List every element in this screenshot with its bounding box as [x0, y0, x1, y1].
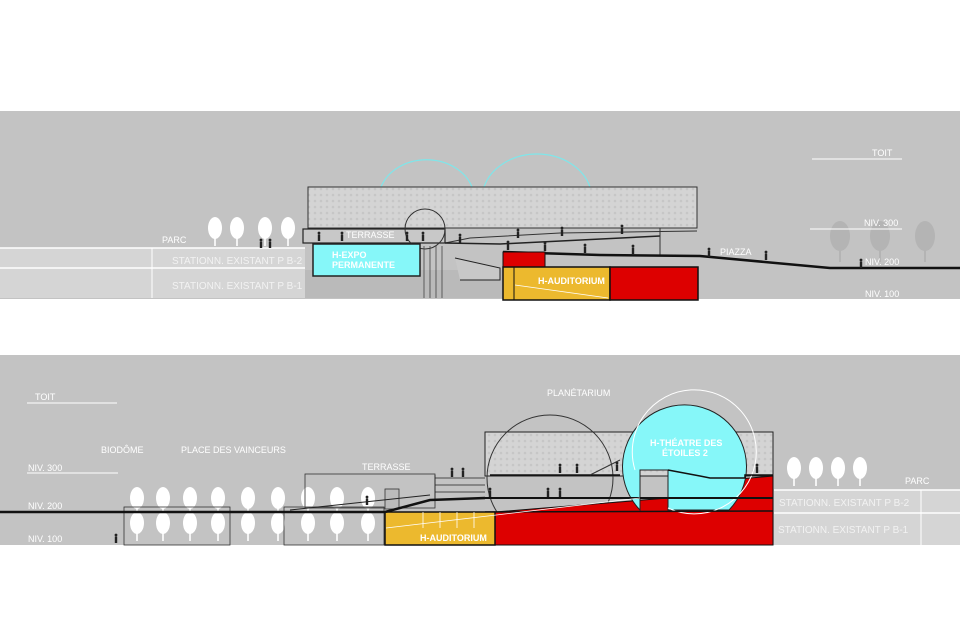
toit-label: TOIT: [35, 392, 56, 402]
place-des-vainceurs-label: PLACE DES VAINCEURS: [181, 445, 286, 455]
expo-label-line1: H-EXPO: [332, 250, 367, 260]
expo-label-line2: PERMANENTE: [332, 260, 395, 270]
theatre-dome: [622, 404, 747, 512]
theatre-label-line1: H-THÉATRE DES: [650, 438, 722, 448]
parc-label: PARC: [905, 476, 930, 486]
niv200-label: NIV. 200: [28, 501, 62, 511]
red-block: [502, 251, 546, 268]
terrasse-label: TERRASSE: [362, 462, 411, 472]
niv300-label: NIV. 300: [864, 218, 898, 228]
dome-arc: [483, 153, 591, 188]
auditorium-label: H-AUDITORIUM: [538, 276, 605, 286]
niv200-label: NIV. 200: [865, 257, 899, 267]
niv100-label: NIV. 100: [865, 289, 899, 299]
expo-permanente-block: [312, 243, 421, 277]
niv300-label: NIV. 300: [28, 463, 62, 473]
roof-block: [307, 186, 698, 229]
ground-line: [0, 496, 486, 514]
toit-label: TOIT: [872, 148, 893, 158]
parking-b2-label: STATIONN. EXISTANT P B-2: [779, 498, 910, 509]
parking-b1-label: STATIONN. EXISTANT P B-1: [172, 281, 303, 292]
terrasse-label: TERRASSE: [346, 230, 395, 240]
niv100-label: NIV. 100: [28, 534, 62, 544]
auditorium-label: H-AUDITORIUM: [420, 533, 487, 543]
biodome-label: BIODÔME: [101, 445, 144, 455]
parc-label: PARC: [162, 235, 187, 245]
dome-arc: [380, 159, 473, 188]
bottom-parking-block: [774, 490, 960, 545]
planetarium-label: PLANÉTARIUM: [547, 388, 610, 398]
terrasse-slab: [302, 228, 446, 244]
top-section: PARC STATIONN. EXISTANT P B-2 STATIONN. …: [0, 111, 960, 301]
red-block: [609, 266, 699, 301]
circle-outline: [404, 208, 446, 250]
parking-b1-label: STATIONN. EXISTANT P B-1: [778, 525, 909, 536]
parking-b2-label: STATIONN. EXISTANT P B-2: [172, 256, 303, 267]
auditorium-block: [502, 266, 611, 301]
piazza-ground-line: [502, 250, 960, 270]
bottom-section: TOIT NIV. 300 NIV. 200 NIV. 100 BIODÔME …: [0, 355, 960, 546]
piazza-label: PIAZZA: [720, 247, 752, 257]
theatre-label-line2: ÉTOILES 2: [662, 448, 708, 458]
